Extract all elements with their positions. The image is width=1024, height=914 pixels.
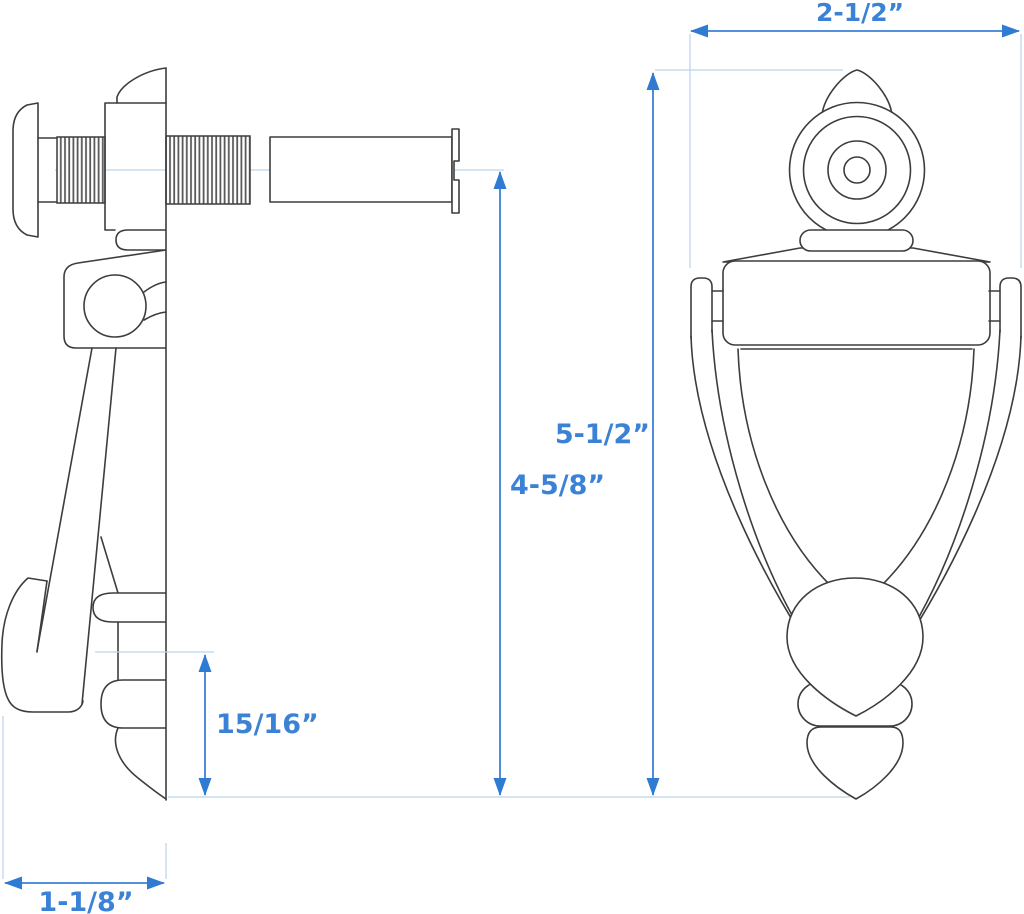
dimension-label-strike-offset: 15/16” bbox=[216, 709, 319, 740]
ring-pivot-pins bbox=[711, 290, 1001, 322]
viewer-bezel-ring bbox=[802, 115, 912, 225]
lower-bump-side-profile bbox=[100, 679, 166, 729]
dimension-bolt-length: 4-5/8” bbox=[493, 171, 605, 796]
dimension-label-overall-width: 2-1/2” bbox=[816, 0, 904, 27]
ring-mid-left-edge bbox=[711, 329, 802, 632]
width-extension-lines bbox=[689, 34, 1022, 268]
dimension-label-overall-height: 5-1/2” bbox=[555, 419, 650, 450]
barrel-slotted-cap bbox=[451, 128, 460, 214]
viewer-lens-ring bbox=[827, 140, 887, 200]
viewer-outer-ring bbox=[788, 101, 926, 239]
ring-mid-right-edge bbox=[910, 329, 1001, 632]
dimension-label-overall-depth: 1-1/8” bbox=[38, 887, 133, 914]
thread-section-inner bbox=[165, 135, 251, 205]
viewer-barrel bbox=[269, 136, 453, 203]
bottom-finial-drop bbox=[806, 726, 904, 800]
plate-bushing-edge bbox=[104, 102, 167, 231]
striker-hook-outline bbox=[0, 577, 84, 713]
dimension-overall-height: 5-1/2” bbox=[555, 69, 843, 796]
dimension-overall-width: 2-1/2” bbox=[689, 0, 1022, 268]
pivot-pin-circle bbox=[83, 274, 147, 338]
striker-inner-edge bbox=[36, 580, 48, 653]
front-view bbox=[690, 69, 1022, 800]
ring-attachment-lines bbox=[143, 281, 167, 321]
strike-pad-shield bbox=[786, 577, 924, 717]
side-view bbox=[0, 67, 504, 801]
ring-right-tab bbox=[999, 277, 1022, 339]
arm-gusset-line bbox=[100, 536, 119, 594]
strike-pad-side-profile bbox=[92, 592, 166, 623]
knocker-arm-side bbox=[36, 347, 117, 705]
viewer-lens-center bbox=[843, 156, 871, 184]
finial-top-side-profile bbox=[116, 67, 167, 104]
viewer-eyepiece-head bbox=[12, 102, 39, 238]
thread-section-outer bbox=[56, 136, 106, 204]
depth-extension-lines bbox=[2, 716, 167, 879]
bolt-neck bbox=[37, 137, 58, 203]
top-bar-side-profile bbox=[115, 229, 166, 251]
dimension-label-bolt-length: 4-5/8” bbox=[510, 470, 605, 501]
ring-inner-left-edge bbox=[737, 348, 832, 587]
bottom-tip-side-profile bbox=[114, 727, 167, 800]
ring-inner-right-edge bbox=[880, 348, 975, 587]
top-bar-front bbox=[799, 229, 914, 252]
dimension-overall-depth: 1-1/8” bbox=[2, 716, 167, 914]
mounting-plate bbox=[722, 260, 991, 346]
ring-left-tab bbox=[690, 277, 713, 339]
dimension-strike-offset: 15/16” bbox=[95, 651, 319, 796]
